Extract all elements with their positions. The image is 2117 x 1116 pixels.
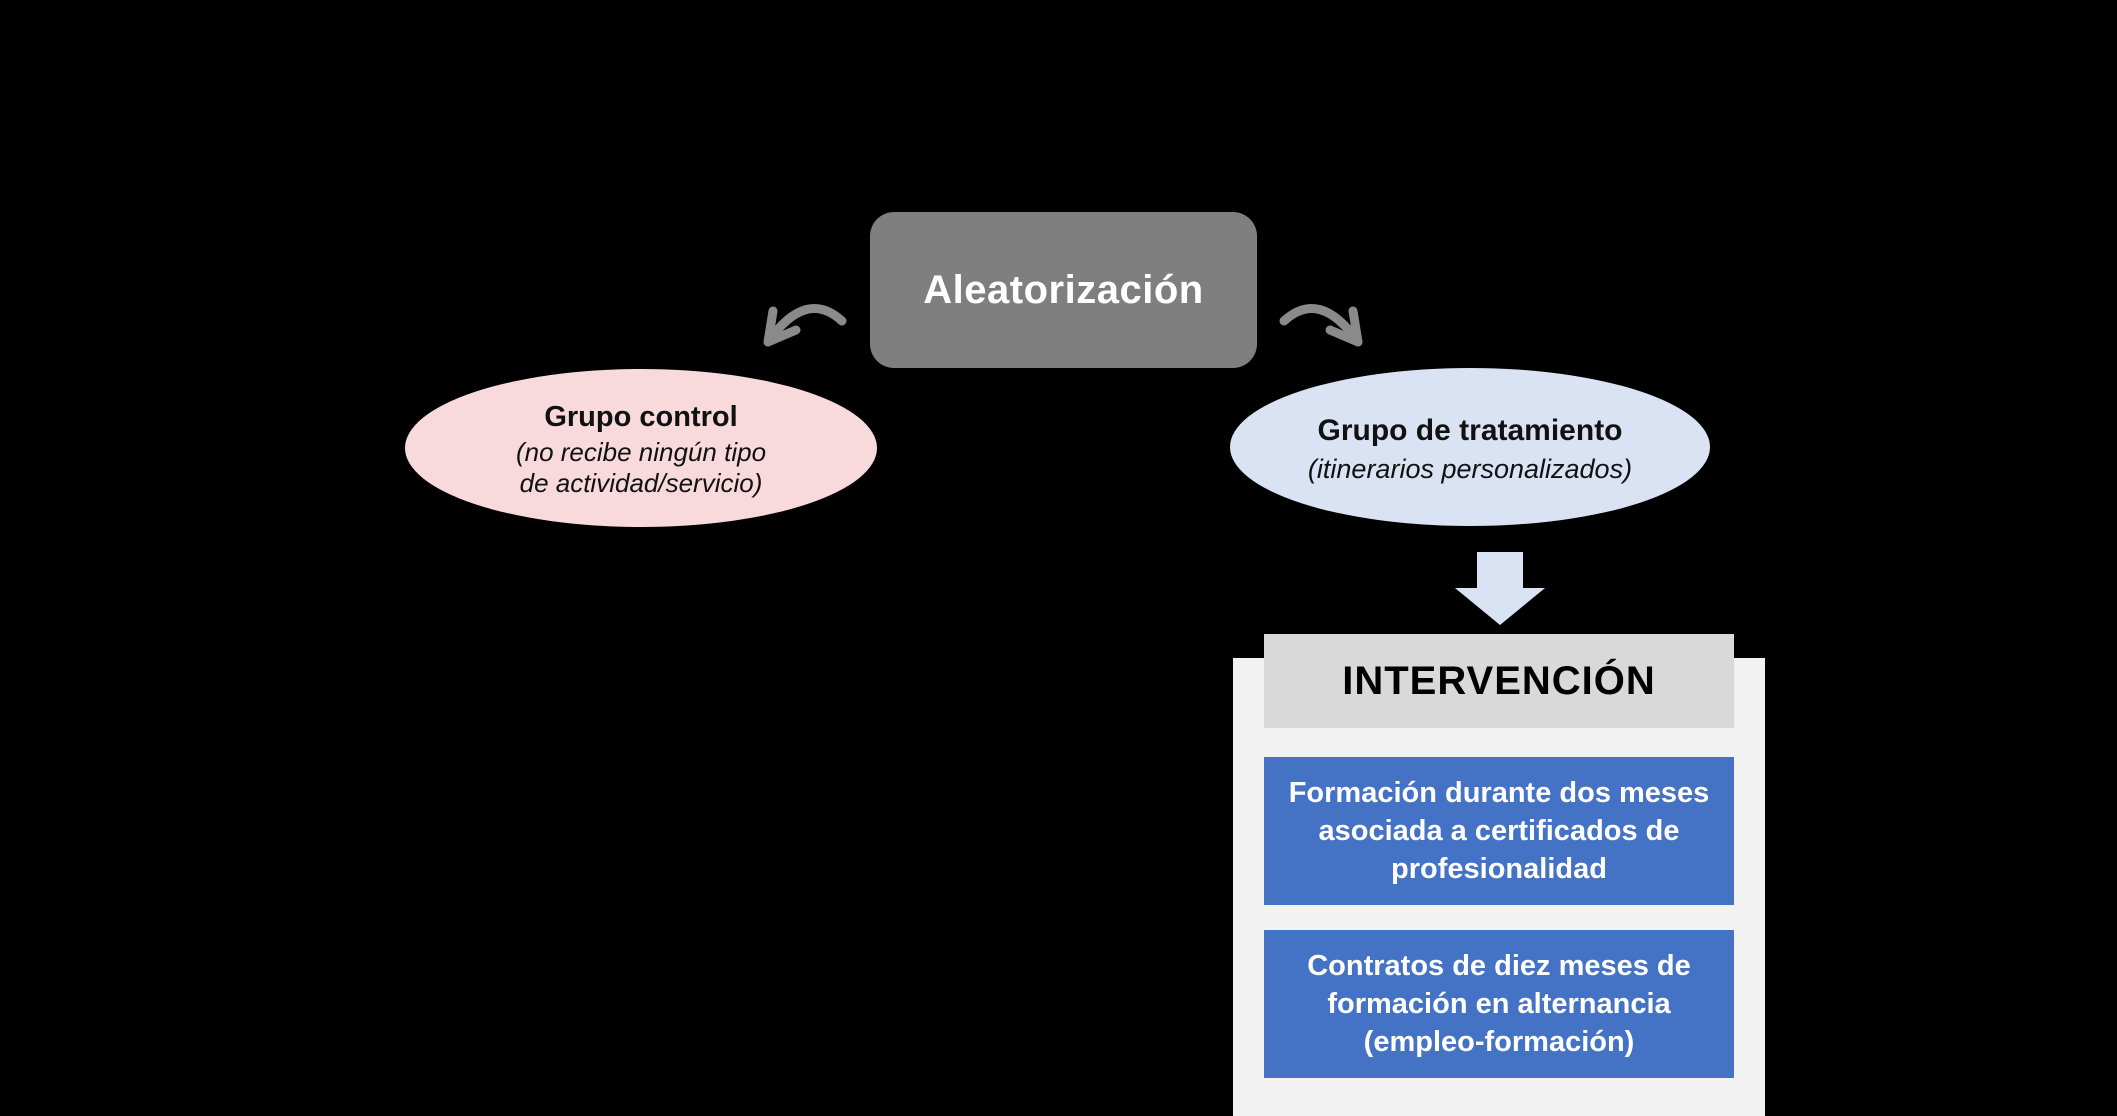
control-group-subtitle-line2: de actividad/servicio) [519,468,763,498]
control-group-title: Grupo control [544,401,738,433]
treatment-group-ellipse: Grupo de tratamiento (itinerarios person… [1230,368,1710,526]
control-group-subtitle-line1: (no recibe ningún tipo [515,437,767,467]
randomization-box: Aleatorización [870,212,1257,368]
intervention-header-label: INTERVENCIÓN [1342,658,1656,703]
arrow-to-treatment-icon [1279,304,1363,347]
intervention-item-contracts-line2: formación en alternancia [1327,988,1671,1020]
intervention-item-contracts-line3: (empleo-formación) [1363,1026,1635,1058]
treatment-group-title: Grupo de tratamiento [1317,413,1623,447]
intervention-item-contracts: Contratos de diez meses de formación en … [1264,930,1734,1078]
intervention-header: INTERVENCIÓN [1264,634,1734,728]
randomization-label: Aleatorización [923,267,1204,312]
treatment-group-subtitle: (itinerarios personalizados) [1307,453,1633,484]
arrow-to-control-icon [763,304,847,347]
intervention-item-training: Formación durante dos meses asociada a c… [1264,757,1734,905]
intervention-item-training-line1: Formación durante dos meses [1288,777,1710,809]
intervention-item-contracts-line1: Contratos de diez meses de [1307,950,1691,982]
intervention-item-training-line2: asociada a certificados de [1318,815,1680,847]
control-group-ellipse: Grupo control (no recibe ningún tipo de … [405,369,877,527]
down-block-arrow-icon [1455,552,1545,625]
intervention-item-training-line3: profesionalidad [1391,853,1607,885]
